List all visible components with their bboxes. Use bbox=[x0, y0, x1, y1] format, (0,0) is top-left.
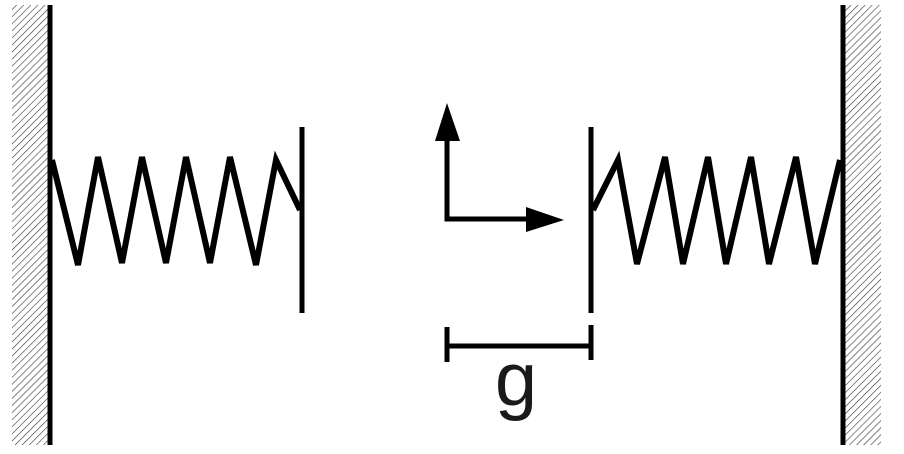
gap-label: g bbox=[495, 337, 537, 422]
coordinate-axes bbox=[435, 103, 564, 232]
left-wall bbox=[12, 5, 53, 445]
left-spring bbox=[49, 150, 303, 266]
x-arrow-head bbox=[526, 207, 564, 232]
gap-dimension: g bbox=[444, 325, 594, 422]
axes-lines bbox=[444, 138, 530, 222]
right-spring bbox=[590, 150, 843, 265]
left-wall-hatch bbox=[12, 5, 49, 445]
right-wall bbox=[840, 5, 881, 445]
y-arrow-head bbox=[435, 103, 460, 141]
right-wall-hatch bbox=[845, 5, 881, 445]
